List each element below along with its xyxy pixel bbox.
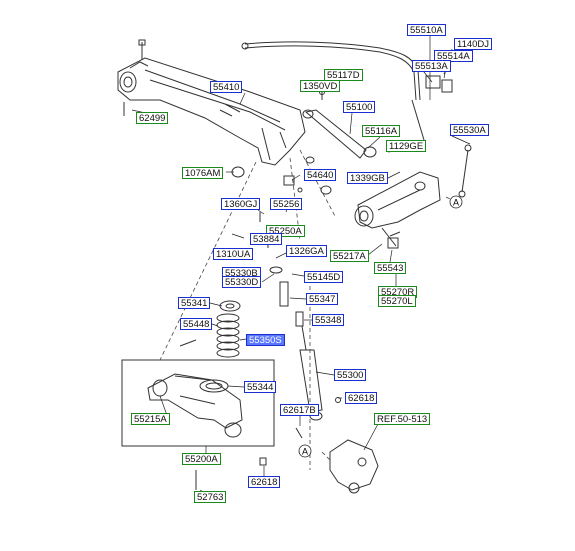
label-52763[interactable]: 52763 xyxy=(194,491,227,503)
circle-a-marker: A xyxy=(302,447,308,457)
label-55100[interactable]: 55100 xyxy=(343,101,376,113)
circle-a-marker: A xyxy=(453,198,459,208)
label-55145D[interactable]: 55145D xyxy=(304,271,344,283)
label-55256[interactable]: 55256 xyxy=(270,198,303,210)
label-1310UA[interactable]: 1310UA xyxy=(213,248,254,260)
label-1076AM[interactable]: 1076AM xyxy=(182,167,224,179)
label-54640[interactable]: 54640 xyxy=(304,169,337,181)
label-1350VD[interactable]: 1350VD xyxy=(300,80,341,92)
label-55215A[interactable]: 55215A xyxy=(131,413,170,425)
label-55530A[interactable]: 55530A xyxy=(450,124,489,136)
label-55200A[interactable]: 55200A xyxy=(182,453,221,465)
label-55513A[interactable]: 55513A xyxy=(412,60,451,72)
lower-arm-55215A xyxy=(147,373,243,438)
knuckle xyxy=(329,439,379,494)
label-55347[interactable]: 55347 xyxy=(306,293,339,305)
label-55341[interactable]: 55341 xyxy=(178,297,211,309)
label-ref-50-513[interactable]: REF.50-513 xyxy=(374,413,431,425)
label-55344[interactable]: 55344 xyxy=(244,381,277,393)
label-55448[interactable]: 55448 xyxy=(180,318,213,330)
label-55250A[interactable]: 55250A xyxy=(266,225,305,237)
label-55514A[interactable]: 55514A xyxy=(434,50,473,62)
label-55348[interactable]: 55348 xyxy=(312,314,345,326)
label-55117D[interactable]: 55117D xyxy=(324,69,363,81)
label-62499[interactable]: 62499 xyxy=(136,112,169,124)
label-55330D[interactable]: 55330D xyxy=(222,276,262,288)
label-55543[interactable]: 55543 xyxy=(374,262,407,274)
coil-spring-55350S xyxy=(216,313,240,358)
label-55410[interactable]: 55410 xyxy=(210,81,243,93)
label-1140DJ[interactable]: 1140DJ xyxy=(454,38,493,50)
label-55300[interactable]: 55300 xyxy=(334,369,367,381)
label-55116A[interactable]: 55116A xyxy=(362,125,401,137)
label-55350S-selected[interactable]: 55350S xyxy=(246,334,285,346)
label-55217A[interactable]: 55217A xyxy=(330,250,369,262)
label-55270L[interactable]: 55270L xyxy=(378,295,416,307)
label-62617B[interactable]: 62617B xyxy=(280,404,319,416)
crossmember-55410 xyxy=(117,39,306,166)
label-62618-lower[interactable]: 62618 xyxy=(248,476,281,488)
label-1360GJ[interactable]: 1360GJ xyxy=(221,198,261,210)
label-1339GB[interactable]: 1339GB xyxy=(347,172,388,184)
label-62618-upper[interactable]: 62618 xyxy=(345,392,378,404)
label-53884[interactable]: 53884 xyxy=(250,233,283,245)
trailing-arm-55270 xyxy=(354,171,441,249)
label-55510A[interactable]: 55510A xyxy=(407,24,446,36)
label-1326GA[interactable]: 1326GA xyxy=(286,245,327,257)
label-1129GE[interactable]: 1129GE xyxy=(386,140,427,152)
